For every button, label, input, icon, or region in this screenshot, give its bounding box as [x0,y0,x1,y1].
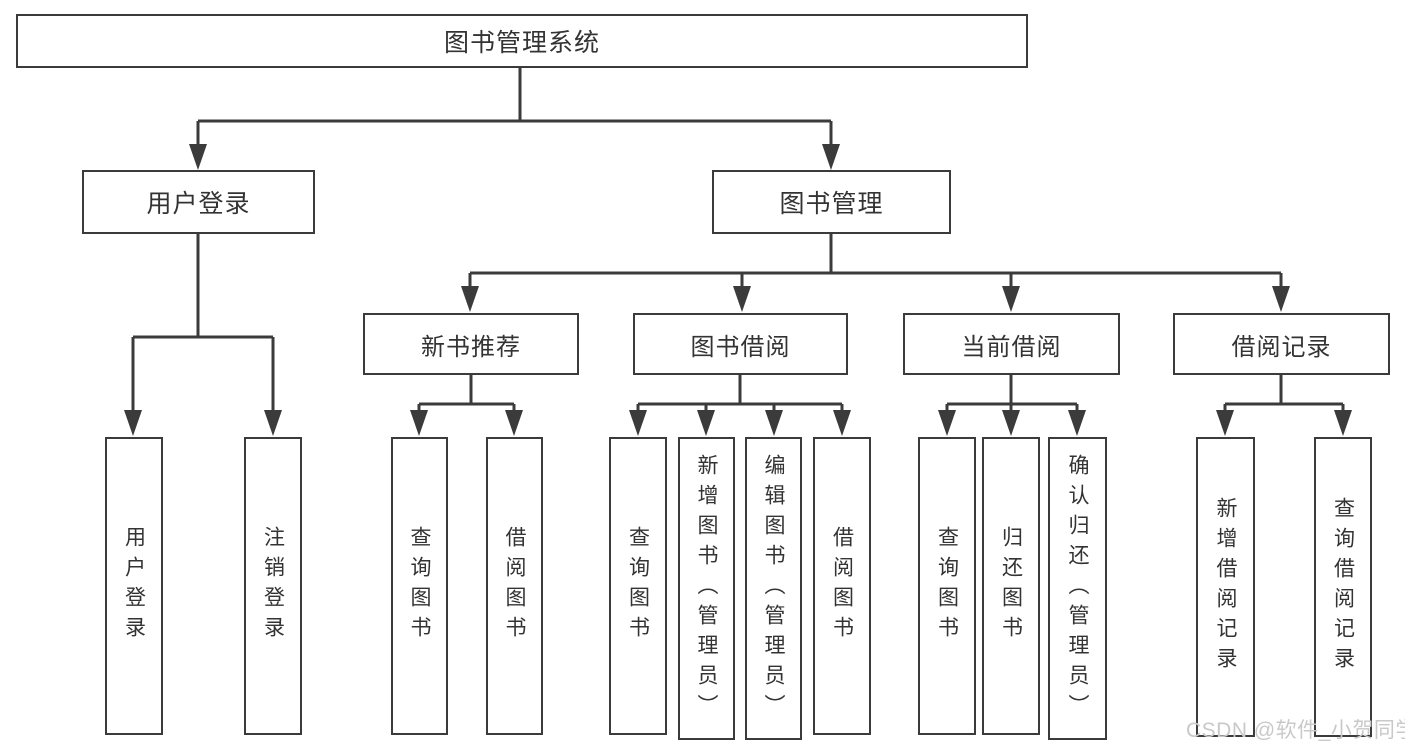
node-label: 归还图书 [999,526,1023,646]
node-borrow-records: 借阅记录 [1173,313,1390,375]
node-label: 查询图书 [626,526,650,646]
arrowhead [1272,286,1290,312]
arrowhead [822,144,840,170]
arrowhead [1334,410,1352,436]
arrowhead [629,410,647,436]
connector-user-login-branch [131,234,275,412]
node-label: 确认归还（管理员） [1066,453,1089,724]
node-label: 图书管理系统 [443,29,600,57]
node-leaf-logout: 注销登录 [244,437,302,735]
node-label: 查询借阅记录 [1331,497,1355,677]
arrowheads [124,144,1352,436]
connector-book-borrow-branch [636,375,844,414]
node-label: 借阅图书 [503,526,526,646]
node-leaf-borrow-book-1: 借阅图书 [486,437,543,735]
arrowhead [765,410,783,436]
node-label: 借阅图书 [830,526,854,646]
node-leaf-add-book-admin: 新增图书（管理员） [678,437,735,740]
arrowhead [1002,286,1020,312]
connector-current-borrow-branch [945,375,1079,414]
node-label: 图书管理 [779,190,884,218]
node-user-login-group: 用户登录 [82,170,315,234]
arrowhead [124,410,142,436]
node-leaf-add-borrow-record: 新增借阅记录 [1196,437,1255,737]
node-system-root: 图书管理系统 [16,14,1028,68]
node-label: 注销登录 [261,526,285,646]
node-label: 用户登录 [146,190,251,218]
arrowhead [461,286,479,312]
node-new-book-recommend: 新书推荐 [363,313,579,375]
node-label: 图书借阅 [690,333,791,361]
arrowhead [1002,410,1020,436]
node-leaf-borrow-book-2: 借阅图书 [813,437,871,735]
connector-book-mgmt-branch [468,234,1283,290]
arrowhead [833,410,851,436]
node-label: 新增图书（管理员） [695,453,718,724]
node-label: 查询图书 [408,526,431,646]
node-label: 新书推荐 [421,333,521,361]
connector-borrow-records-branch [1223,375,1345,414]
node-label: 借阅记录 [1231,333,1332,361]
node-label: 查询图书 [935,526,959,646]
node-label: 编辑图书（管理员） [762,453,785,724]
arrowhead [938,410,956,436]
node-book-management-group: 图书管理 [712,170,951,234]
arrowhead [1216,410,1234,436]
node-current-borrow: 当前借阅 [903,313,1120,375]
arrowhead [410,410,428,436]
arrowhead [505,410,523,436]
node-book-borrow: 图书借阅 [633,313,848,375]
node-leaf-user-login: 用户登录 [105,437,163,735]
node-label: 用户登录 [122,526,146,646]
node-leaf-query-book-2: 查询图书 [609,437,667,735]
arrowhead [697,410,715,436]
node-label: 新增借阅记录 [1214,497,1237,677]
node-label: 当前借阅 [961,333,1062,361]
arrowhead [1068,410,1086,436]
node-leaf-query-borrow-record: 查询借阅记录 [1314,437,1372,737]
node-leaf-query-book-3: 查询图书 [918,437,976,735]
arrowhead [264,410,282,436]
node-leaf-edit-book-admin: 编辑图书（管理员） [745,437,802,740]
node-leaf-query-book-1: 查询图书 [391,437,448,735]
arrowhead [733,286,751,312]
connector-root-to-level2 [196,68,833,146]
connector-new-book-branch [417,375,516,414]
csdn-watermark: CSDN @软件_小贺同学 [1186,719,1405,742]
node-leaf-return-book: 归还图书 [982,437,1040,735]
node-leaf-confirm-return-admin: 确认归还（管理员） [1048,437,1107,740]
arrowhead [189,144,207,170]
